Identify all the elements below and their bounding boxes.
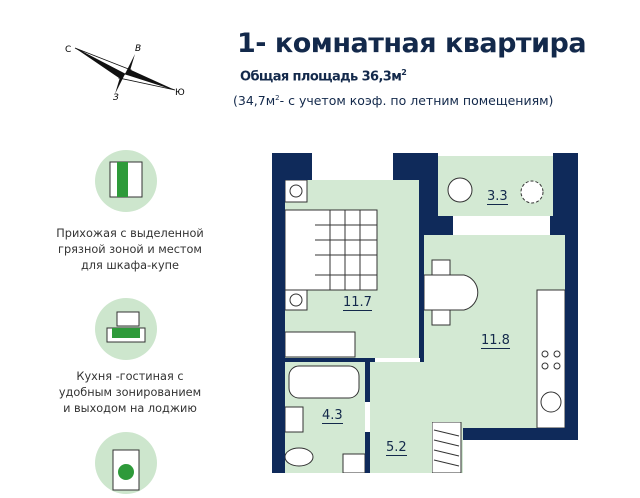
coef-sup: 2 — [275, 93, 280, 102]
total-area-text: Общая площадь 36,3м — [240, 69, 402, 85]
bed-icon — [285, 180, 378, 358]
compass-icon: С В Ю З — [65, 44, 185, 103]
room-area-balcony: 3.3 — [487, 189, 508, 205]
compass-n: С — [65, 45, 71, 55]
living-room-icon — [95, 298, 157, 360]
kitchen-furniture — [424, 259, 565, 428]
total-area: Общая площадь 36,3м2 — [240, 68, 407, 85]
feature-text: Прихожая с выделенной грязной зоной и ме… — [56, 227, 204, 272]
feature-text: Кухня -гостиная с удобным зонированием и… — [58, 370, 202, 415]
wardrobe — [432, 422, 462, 473]
bath-fixtures — [285, 365, 365, 473]
coef-area: (34,7м2- с учетом коэф. по летним помеще… — [233, 93, 553, 108]
compass-e: В — [135, 44, 141, 54]
area-sup: 2 — [401, 68, 407, 77]
compass-w: З — [113, 93, 119, 103]
room-area-kitchen: 11.8 — [481, 333, 510, 349]
coef-prefix: (34,7м — [233, 93, 276, 108]
balcony-furniture — [447, 177, 544, 204]
washing-machine-icon — [95, 432, 157, 494]
wardrobe-icon — [95, 150, 157, 212]
compass-s: Ю — [175, 88, 185, 98]
room-area-bedroom: 11.7 — [343, 295, 372, 311]
page-title: 1- комнатная квартира — [237, 28, 587, 59]
room-area-hall: 5.2 — [386, 440, 407, 456]
room-area-bathroom: 4.3 — [322, 408, 343, 424]
coef-suffix: - с учетом коэф. по летним помещениям) — [279, 93, 554, 108]
